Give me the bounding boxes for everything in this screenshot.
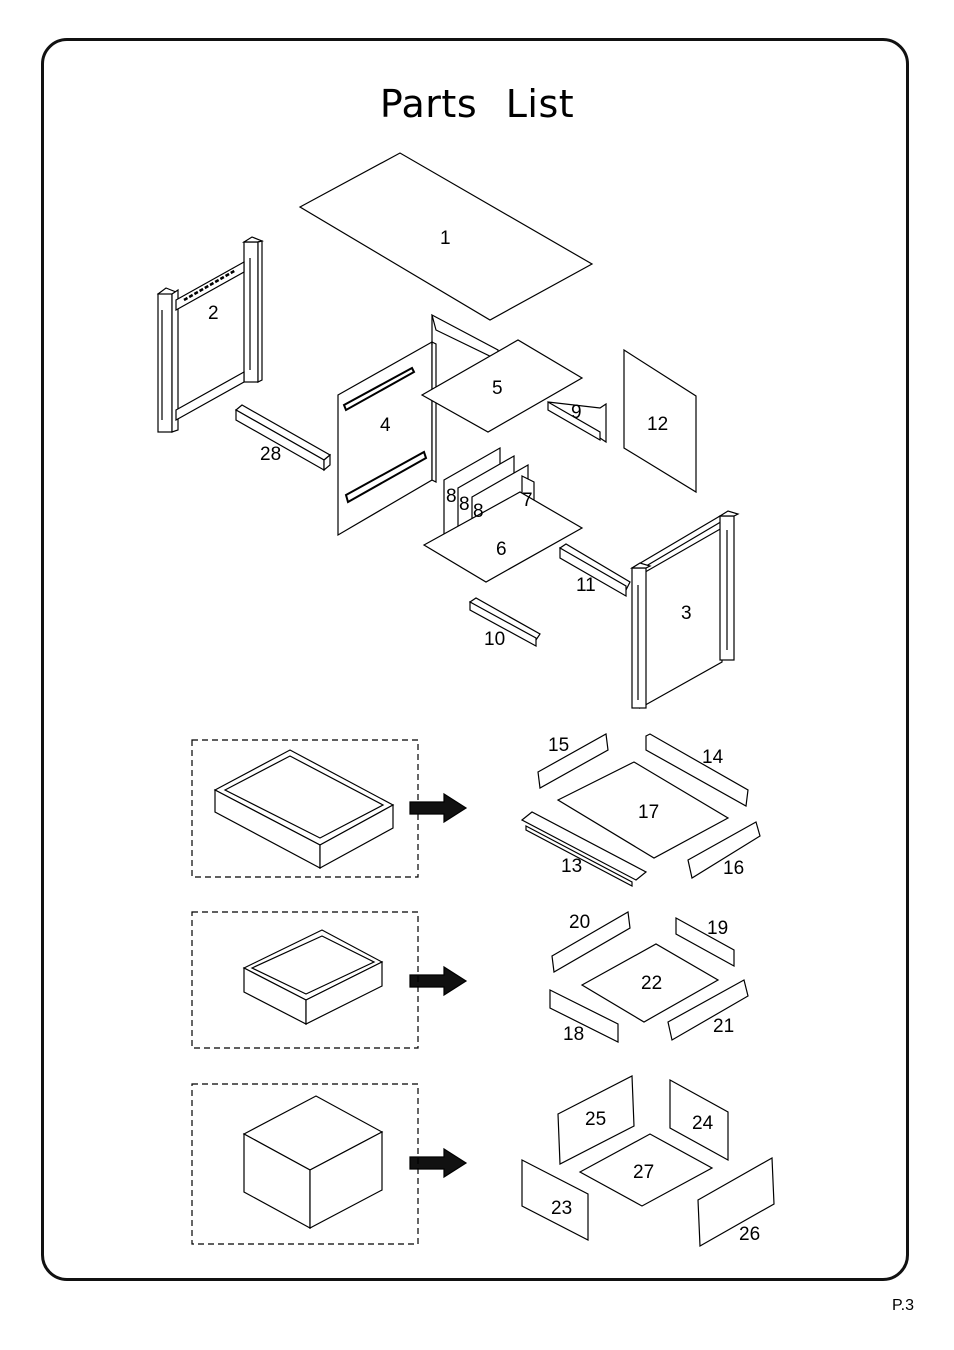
part-28-rail (234, 404, 332, 461)
drawer-3-assembled (242, 1095, 384, 1230)
part-19-drawer-side (675, 916, 735, 968)
part-label-8b: 8 (459, 494, 470, 515)
part-label-21: 21 (713, 1016, 735, 1037)
part-label-6: 6 (496, 539, 507, 560)
arrow-1-icon (409, 792, 468, 824)
part-12-side-panel (623, 348, 697, 494)
part-22-drawer-bottom (580, 943, 720, 1023)
part-14-drawer-side (645, 733, 749, 807)
part-label-5: 5 (492, 378, 503, 399)
arrow-3-icon (409, 1147, 468, 1179)
part-label-17: 17 (638, 802, 660, 823)
part-label-14: 14 (702, 747, 724, 768)
part-label-8a: 8 (446, 486, 457, 507)
part-label-16: 16 (723, 858, 745, 879)
part-label-28: 28 (260, 444, 282, 465)
part-label-22: 22 (641, 973, 663, 994)
part-2-back-frame (156, 236, 264, 433)
part-6-bottom-panel (422, 491, 584, 583)
part-16-drawer-back (687, 821, 761, 879)
part-label-18: 18 (563, 1024, 585, 1045)
part-21-drawer-side (667, 979, 749, 1041)
part-label-19: 19 (707, 918, 729, 939)
part-26-drawer-side (697, 1156, 775, 1248)
page-border (41, 38, 909, 1281)
page-title: Parts List (0, 82, 954, 126)
title-word-parts: Parts (379, 82, 478, 126)
part-17-drawer-bottom (556, 761, 730, 859)
part-label-2: 2 (208, 303, 219, 324)
part-label-8c: 8 (473, 501, 484, 522)
arrow-2-icon (409, 965, 468, 997)
part-15-drawer-side (537, 733, 609, 789)
part-13-drawer-front (520, 811, 648, 881)
part-label-4: 4 (380, 415, 391, 436)
part-label-20: 20 (569, 912, 591, 933)
part-3-side-frame (629, 510, 740, 710)
part-23-drawer-front (521, 1159, 589, 1241)
part-label-13: 13 (561, 856, 583, 877)
part-label-9: 9 (571, 402, 582, 423)
part-label-3: 3 (681, 603, 692, 624)
part-1-top-panel (298, 152, 594, 321)
part-label-24: 24 (692, 1113, 714, 1134)
part-label-1: 1 (440, 228, 451, 249)
drawer-2-box (191, 911, 419, 1049)
part-27-drawer-bottom (578, 1133, 714, 1207)
title-word-list: List (505, 82, 575, 126)
drawer-2-assembled (242, 929, 384, 1025)
part-label-15: 15 (548, 735, 570, 756)
part-18-drawer-front (549, 989, 619, 1043)
part-label-7: 7 (522, 490, 533, 511)
part-24-drawer-side (669, 1078, 729, 1162)
part-label-11: 11 (576, 575, 596, 596)
part-20-drawer-side (551, 911, 631, 973)
part-label-26: 26 (739, 1224, 761, 1245)
part-5-shelf (420, 339, 584, 433)
drawer-3-box (191, 1083, 419, 1245)
part-4-back-panel (337, 340, 437, 537)
drawer-1-assembled (213, 749, 395, 870)
page-number: P.3 (892, 1297, 914, 1314)
part-label-27: 27 (633, 1162, 655, 1183)
part-label-10: 10 (484, 629, 506, 650)
part-label-25: 25 (585, 1109, 607, 1130)
part-25-drawer-back (557, 1075, 635, 1165)
part-label-23: 23 (551, 1198, 573, 1219)
part-label-12: 12 (647, 414, 669, 435)
